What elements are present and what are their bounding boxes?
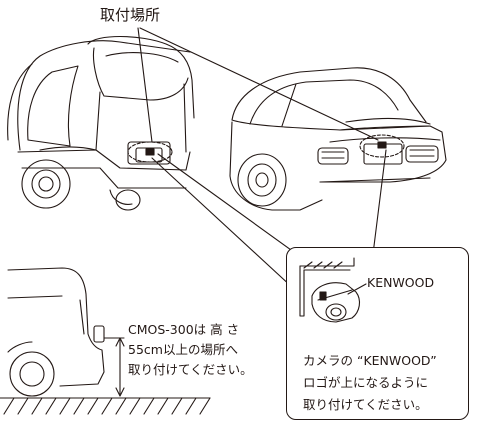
camera-orientation-callout bbox=[286, 247, 469, 420]
ground-hatching bbox=[0, 397, 211, 415]
vehicle-side-view bbox=[7, 267, 105, 397]
logo-leader-line bbox=[347, 283, 367, 295]
camera-lens bbox=[325, 303, 347, 321]
height-note-line-2: 55cm以上の場所へ bbox=[128, 342, 238, 357]
mount-position-marker-minivan bbox=[127, 141, 173, 163]
callout-text-line-3: 取り付けてください。 bbox=[303, 397, 428, 412]
camera-marker-minivan bbox=[145, 148, 155, 156]
kenwood-logo-label: KENWOOD bbox=[367, 275, 435, 290]
mount-bracket bbox=[299, 257, 355, 267]
leader-line-minivan bbox=[137, 27, 153, 143]
camera-body bbox=[311, 282, 361, 323]
callout-text-line-1: カメラの “KENWOOD” bbox=[303, 353, 437, 368]
leader-line-sedan bbox=[139, 27, 379, 141]
height-indicator-arrow bbox=[103, 337, 125, 397]
projection-line-c bbox=[371, 149, 387, 263]
callout-text-line-2: ロゴが上になるように bbox=[303, 375, 429, 390]
sedan-rear-view bbox=[229, 67, 447, 211]
installation-location-title: 取付場所 bbox=[100, 6, 161, 24]
mount-position-marker-sedan bbox=[359, 134, 405, 158]
height-note-line-3: 取り付けてください。 bbox=[128, 362, 253, 377]
height-note-line-1: CMOS-300は 高 さ bbox=[128, 322, 240, 337]
projection-line-a bbox=[151, 157, 307, 301]
camera-marker-sedan bbox=[377, 141, 387, 149]
